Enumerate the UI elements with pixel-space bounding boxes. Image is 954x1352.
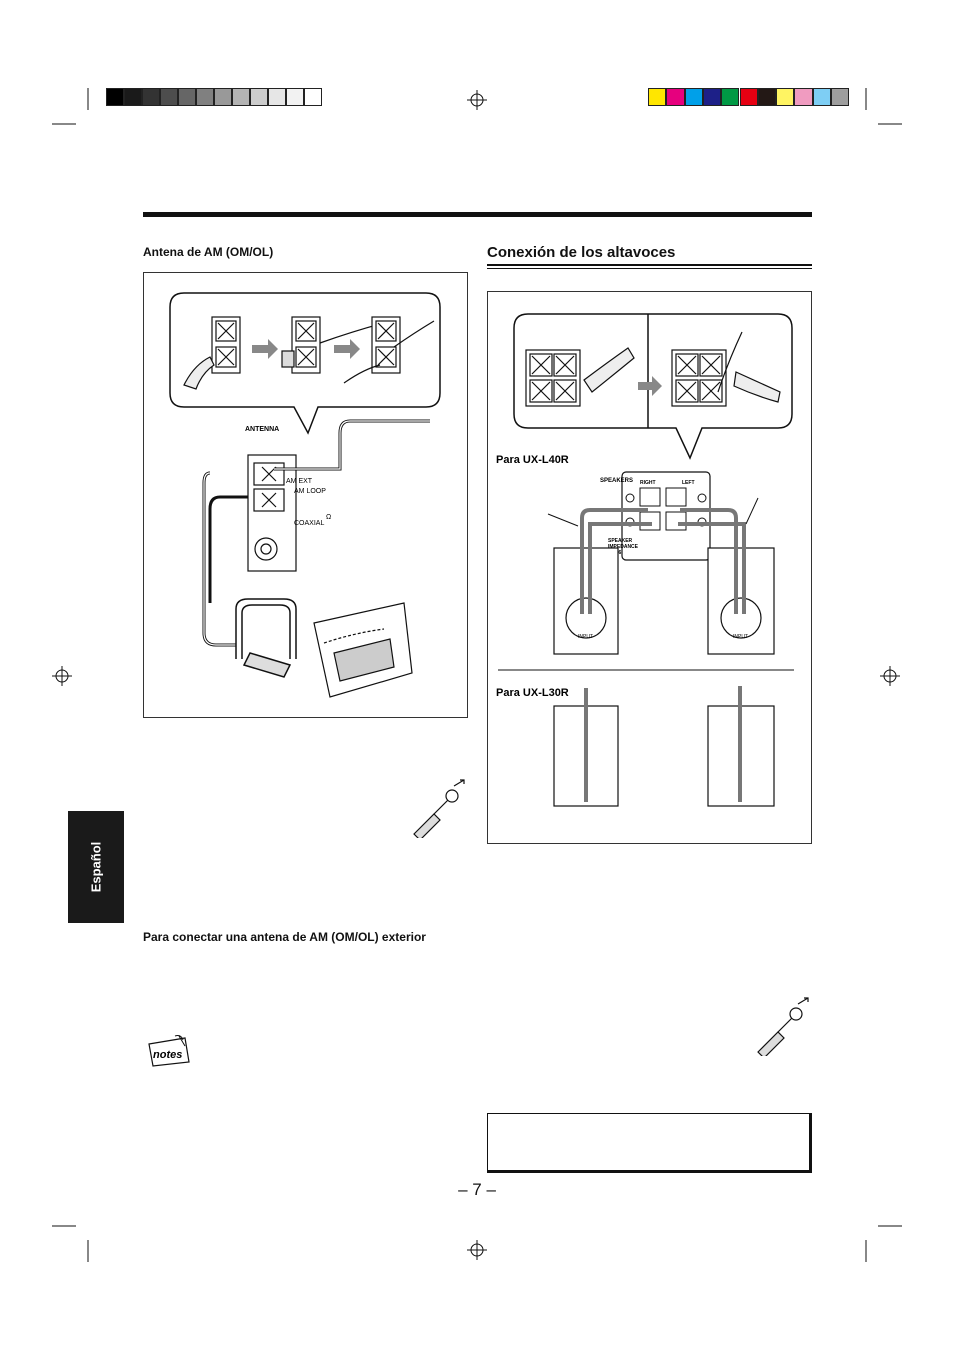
model-l40-label: Para UX-L40R xyxy=(496,454,569,466)
color-swatch xyxy=(831,88,850,106)
input-label-right: INPUT xyxy=(578,634,593,640)
am-loop-label: AM LOOP xyxy=(294,488,326,495)
language-tab: Español xyxy=(68,811,124,923)
ohm-label: Ω xyxy=(326,514,331,521)
callout-line-left xyxy=(745,497,759,525)
step-arrow-1 xyxy=(252,339,278,359)
loop-antenna xyxy=(235,598,297,678)
color-swatch xyxy=(757,88,777,106)
gray-swatch xyxy=(142,88,160,106)
speakers-label: SPEAKERS xyxy=(600,478,633,484)
right-channel-label: RIGHT xyxy=(640,480,656,486)
registration-target-bottom xyxy=(467,1240,487,1260)
step-arrow-2 xyxy=(334,339,360,359)
registration-target-top xyxy=(467,90,487,110)
antenna-label: ANTENNA xyxy=(245,426,279,433)
outdoor-antenna-title: Para conectar una antena de AM (OM/OL) e… xyxy=(143,930,426,944)
gray-swatch xyxy=(178,88,196,106)
speaker-terminal-step-2 xyxy=(671,331,781,407)
coaxial-label: COAXIAL xyxy=(294,520,324,527)
section-rule xyxy=(143,212,812,217)
title-underline-1 xyxy=(487,264,812,266)
gray-swatch xyxy=(106,88,124,106)
terminal-step-3 xyxy=(343,316,435,384)
left-channel-label: LEFT xyxy=(682,480,695,486)
title-underline-2 xyxy=(487,268,812,269)
screwdriver-icon-right xyxy=(757,997,809,1056)
terminal-step-1 xyxy=(183,316,241,390)
gray-swatch xyxy=(250,88,268,106)
svg-text:notes: notes xyxy=(153,1049,182,1061)
color-swatch xyxy=(721,88,740,106)
color-swatch xyxy=(812,88,831,106)
loop-stand-detail xyxy=(313,602,413,698)
speaker-figure: Para UX-L40R SPEAKERS RIGHT LEFT SPEAKER… xyxy=(487,291,812,844)
speaker-connection-title: Conexión de los altavoces xyxy=(487,244,676,261)
color-swatch xyxy=(776,88,795,106)
speaker-step-arrow xyxy=(638,376,662,396)
speaker-cables xyxy=(580,508,746,614)
gray-swatch xyxy=(232,88,250,106)
notes-icon: notes xyxy=(148,1035,190,1067)
model-l30-label: Para UX-L30R xyxy=(496,687,569,699)
gray-swatch xyxy=(160,88,178,106)
antenna-panel xyxy=(247,454,297,572)
input-label-left: INPUT xyxy=(733,634,748,640)
gray-swatch xyxy=(214,88,232,106)
am-ext-label: AM EXT xyxy=(286,478,313,485)
speaker-left-l40 xyxy=(707,547,775,655)
am-antenna-title: Antena de AM (OM/OL) xyxy=(143,245,274,259)
gray-swatch xyxy=(124,88,142,106)
caution-box xyxy=(487,1113,812,1173)
color-swatch xyxy=(666,88,685,106)
speaker-terminal-step-1 xyxy=(525,347,635,407)
color-swatch xyxy=(739,88,758,106)
registration-target-left xyxy=(52,666,72,686)
gray-swatch xyxy=(268,88,286,106)
impedance-line-1: SPEAKER xyxy=(608,538,633,544)
gray-swatch xyxy=(196,88,214,106)
page-number: – 7 – xyxy=(458,1180,496,1199)
impedance-line-2: IMPEDANCE xyxy=(608,544,639,550)
gray-swatch xyxy=(304,88,322,106)
callout-line-right xyxy=(547,513,579,527)
language-tab-label: Español xyxy=(88,841,104,893)
color-swatch xyxy=(794,88,813,106)
speaker-cables-l30 xyxy=(584,686,742,802)
screwdriver-icon xyxy=(413,779,465,838)
am-antenna-figure: ANTENNA AM EXT AM LOOP Ω COAXIAL xyxy=(143,272,468,718)
gray-swatch xyxy=(286,88,304,106)
registration-target-right xyxy=(880,666,900,686)
color-swatch xyxy=(702,88,722,106)
color-swatch xyxy=(684,88,703,106)
speaker-right-l40 xyxy=(553,547,619,655)
color-swatch xyxy=(648,88,667,106)
